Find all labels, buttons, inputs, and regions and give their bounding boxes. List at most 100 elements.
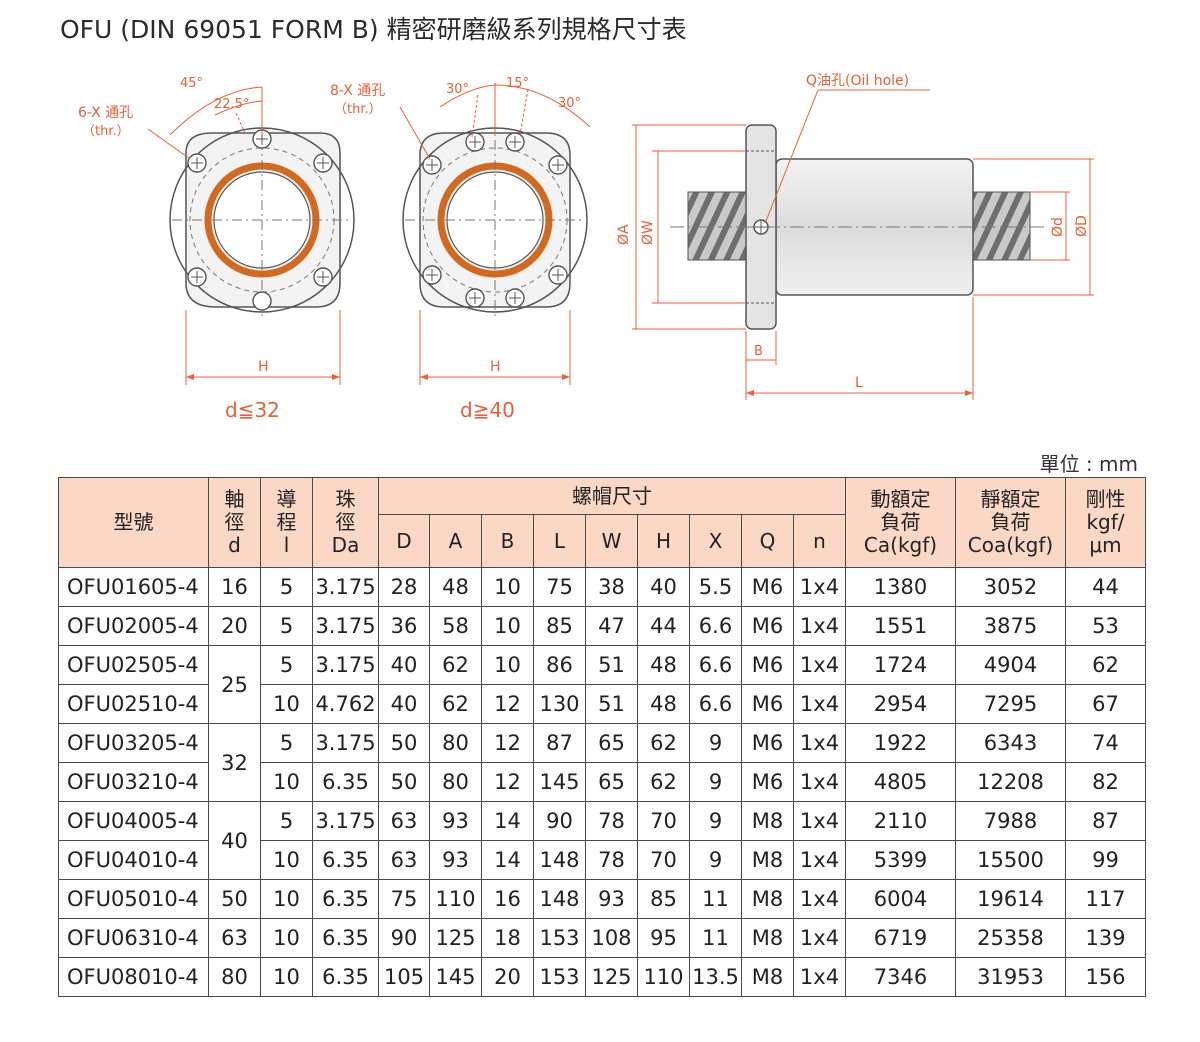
- hole-note-6x: 6-X 通孔: [78, 105, 133, 121]
- cell-l: 5: [260, 606, 313, 646]
- cell-n: 1x4: [793, 840, 846, 880]
- cell-L: 153: [533, 918, 586, 958]
- cell-B: 10: [481, 567, 534, 607]
- cell-coa: 4904: [955, 645, 1066, 685]
- cell-l: 5: [260, 567, 313, 607]
- cell-D: 36: [378, 606, 430, 646]
- header-D: D: [378, 514, 430, 568]
- cell-A: 110: [429, 879, 482, 919]
- cell-A: 80: [429, 723, 482, 763]
- dim-A-label: ØA: [616, 224, 632, 245]
- cell-B: 14: [481, 840, 534, 880]
- cell-d: 50: [208, 879, 261, 919]
- cell-Q: M6: [741, 684, 794, 724]
- cell-H: 48: [637, 645, 690, 685]
- cell-W: 47: [585, 606, 638, 646]
- cell-Q: M8: [741, 801, 794, 841]
- cell-W: 78: [585, 801, 638, 841]
- cell-ca: 1724: [845, 645, 956, 685]
- cell-coa: 7988: [955, 801, 1066, 841]
- cell-ca: 1380: [845, 567, 956, 607]
- header-H: H: [637, 514, 690, 568]
- cell-Q: M8: [741, 840, 794, 880]
- cell-H: 85: [637, 879, 690, 919]
- cell-A: 145: [429, 957, 482, 997]
- cell-da: 3.175: [312, 606, 379, 646]
- cell-X: 13.5: [689, 957, 742, 997]
- dim-H-left: H: [258, 359, 269, 375]
- cell-coa: 12208: [955, 762, 1066, 802]
- cell-da: 3.175: [312, 645, 379, 685]
- cell-d: 25: [208, 645, 261, 724]
- cell-W: 65: [585, 762, 638, 802]
- cell-L: 86: [533, 645, 586, 685]
- cell-B: 12: [481, 762, 534, 802]
- cell-W: 108: [585, 918, 638, 958]
- hole-note-8x: 8-X 通孔: [330, 83, 385, 99]
- cell-coa: 15500: [955, 840, 1066, 880]
- header-A: A: [429, 514, 482, 568]
- nut-side-view: Q油孔(Oil hole) ØA ØW Ød ØD B L: [616, 73, 1094, 400]
- cell-D: 40: [378, 684, 430, 724]
- cell-ca: 2110: [845, 801, 956, 841]
- cell-k: 74: [1065, 723, 1146, 763]
- cell-Q: M6: [741, 645, 794, 685]
- cell-n: 1x4: [793, 567, 846, 607]
- dim-W-label: ØW: [640, 220, 656, 245]
- hole-note-8x-thr: （thr.）: [334, 102, 382, 117]
- cell-k: 87: [1065, 801, 1146, 841]
- cell-model: OFU02505-4: [58, 645, 209, 685]
- cell-W: 125: [585, 957, 638, 997]
- cell-B: 10: [481, 606, 534, 646]
- cell-l: 5: [260, 645, 313, 685]
- cell-model: OFU05010-4: [58, 879, 209, 919]
- cell-B: 14: [481, 801, 534, 841]
- cell-D: 28: [378, 567, 430, 607]
- cell-l: 5: [260, 723, 313, 763]
- cell-W: 78: [585, 840, 638, 880]
- cell-d: 32: [208, 723, 261, 802]
- cell-da: 3.175: [312, 723, 379, 763]
- caption-d-le-32: d≦32: [225, 398, 280, 422]
- cell-W: 38: [585, 567, 638, 607]
- cell-Q: M6: [741, 567, 794, 607]
- cell-H: 62: [637, 723, 690, 763]
- caption-d-ge-40: d≧40: [460, 398, 515, 422]
- cell-H: 44: [637, 606, 690, 646]
- cell-da: 3.175: [312, 801, 379, 841]
- dim-B-label: B: [754, 344, 763, 359]
- unit-label: 單位 : mm: [1039, 452, 1138, 476]
- cell-L: 130: [533, 684, 586, 724]
- angle-label-22-5: 22.5°: [214, 97, 249, 112]
- cell-n: 1x4: [793, 645, 846, 685]
- cell-L: 85: [533, 606, 586, 646]
- cell-coa: 31953: [955, 957, 1066, 997]
- flange-front-view-6-hole: 45° 22.5° 6-X 通孔 （thr.） H d≦32: [78, 76, 355, 422]
- cell-d: 80: [208, 957, 261, 997]
- cell-n: 1x4: [793, 723, 846, 763]
- cell-da: 6.35: [312, 879, 379, 919]
- cell-H: 110: [637, 957, 690, 997]
- cell-Q: M8: [741, 957, 794, 997]
- cell-k: 53: [1065, 606, 1146, 646]
- cell-l: 10: [260, 957, 313, 997]
- cell-l: 10: [260, 918, 313, 958]
- hole-note-6x-thr: （thr.）: [82, 124, 130, 139]
- cell-D: 105: [378, 957, 430, 997]
- cell-X: 6.6: [689, 684, 742, 724]
- cell-model: OFU08010-4: [58, 957, 209, 997]
- cell-n: 1x4: [793, 684, 846, 724]
- cell-model: OFU04010-4: [58, 840, 209, 880]
- cell-k: 139: [1065, 918, 1146, 958]
